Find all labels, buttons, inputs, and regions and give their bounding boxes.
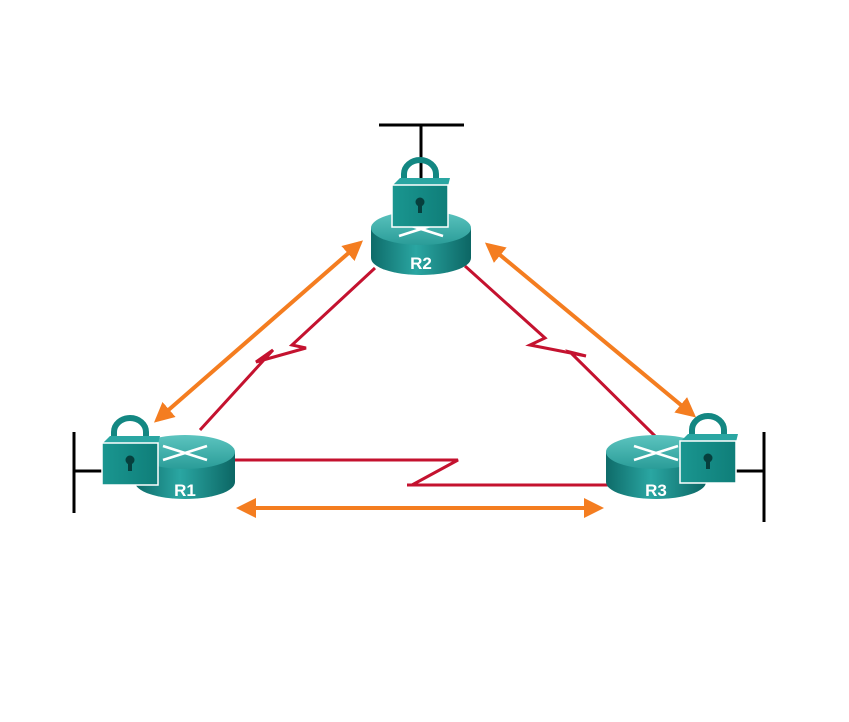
serial-link-r1-r3: [230, 458, 610, 487]
router-r2[interactable]: R2: [371, 211, 471, 275]
router-arrows-icon: [162, 444, 208, 462]
vpn-tunnel-arrow-r1-r2: [153, 240, 364, 423]
lock-icon-r3: [679, 413, 738, 484]
router-r1[interactable]: R1: [135, 435, 235, 500]
vpn-tunnel-arrow-r2-r3: [484, 242, 697, 418]
router-label-r2: R2: [410, 254, 432, 273]
lock-icon-r2: [391, 157, 450, 228]
router-arrows-icon: [633, 444, 679, 462]
serial-link-r2-r3: [463, 264, 657, 438]
lock-icon-r1: [101, 415, 160, 486]
router-label-r1: R1: [174, 481, 196, 500]
router-label-r3: R3: [645, 481, 667, 500]
serial-link-r1-r2: [198, 266, 377, 432]
